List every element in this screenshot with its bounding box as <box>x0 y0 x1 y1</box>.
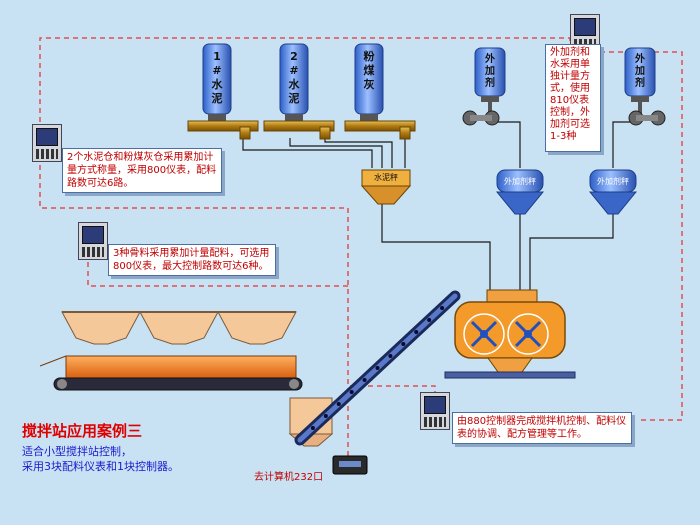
additive-pump-2 <box>628 110 666 126</box>
controller-icon <box>32 124 62 162</box>
display-icon <box>424 396 446 414</box>
cement-hopper-label: 水泥秤 <box>374 173 398 182</box>
note-powder-weighing: 2个水泥仓和粉煤灰仓采用累加计量方式称量，采用800仪表，配料路数可达6路。 <box>62 148 222 193</box>
cement-hopper <box>360 169 412 205</box>
diagram-title: 搅拌站应用案例三 <box>22 422 143 440</box>
keypad-icon <box>424 417 446 427</box>
silo-3 <box>354 43 384 122</box>
conveyor-roller <box>440 306 445 310</box>
mixer <box>444 289 576 379</box>
aggregate-belt <box>39 355 303 391</box>
keypad-icon <box>36 149 58 159</box>
additive-hopper-1 <box>495 169 545 215</box>
conveyor-roller <box>336 402 341 406</box>
aggregate-bins <box>61 311 297 345</box>
additive-tank-1 <box>474 47 506 116</box>
conveyor-rollers <box>310 306 445 430</box>
additive-tank-2-label: 外加剂 <box>635 54 645 89</box>
conveyor-roller <box>388 354 393 358</box>
conveyor-roller <box>362 378 367 382</box>
note-additive-weighing: 外加剂和水采用单独计量方式，使用810仪表控制，外加剂可选1-3种 <box>545 44 601 152</box>
additive-tank-1-label: 外加剂 <box>485 54 495 89</box>
controller-icon <box>420 392 450 430</box>
conveyor-roller <box>375 366 380 370</box>
conveyor-roller <box>414 330 419 334</box>
conveyor-roller <box>310 426 315 430</box>
additive-hopper-1-label: 外加剂秤 <box>504 177 536 186</box>
controller-icon <box>78 222 108 260</box>
display-icon <box>574 18 596 36</box>
keypad-icon <box>82 247 104 257</box>
conveyor-roller <box>401 342 406 346</box>
additive-hopper-2-label: 外加剂秤 <box>597 177 629 186</box>
additive-hopper-2 <box>588 169 638 215</box>
silo-2-label: 2#水泥 <box>288 50 300 105</box>
note-controller: 由880控制器完成搅拌机控制、配料仪表的协调、配方管理等工作。 <box>452 412 632 444</box>
silo-3-label: 粉煤灰 <box>363 50 375 91</box>
conveyor-roller <box>427 318 432 322</box>
silo-1-label: 1#水泥 <box>211 50 223 105</box>
screw-conveyors <box>187 120 416 140</box>
silo-1 <box>202 43 232 122</box>
computer-interface-device <box>332 455 368 475</box>
additive-pump-1 <box>462 110 500 126</box>
computer-port-label: 去计算机232口 <box>254 472 324 483</box>
silo-2 <box>279 43 309 122</box>
diagram-subtitle-line-1: 适合小型搅拌站控制， <box>22 445 132 458</box>
display-icon <box>82 226 104 244</box>
note-aggregate-weighing: 3种骨料采用累加计量配料，可选用800仪表，最大控制路数可达6种。 <box>108 244 276 276</box>
diagram-subtitle-line-2: 采用3块配料仪表和1块控制器。 <box>22 460 179 473</box>
additive-tank-2 <box>624 47 656 116</box>
conveyor-roller <box>323 414 328 418</box>
display-icon <box>36 128 58 146</box>
conveyor-roller <box>349 390 354 394</box>
